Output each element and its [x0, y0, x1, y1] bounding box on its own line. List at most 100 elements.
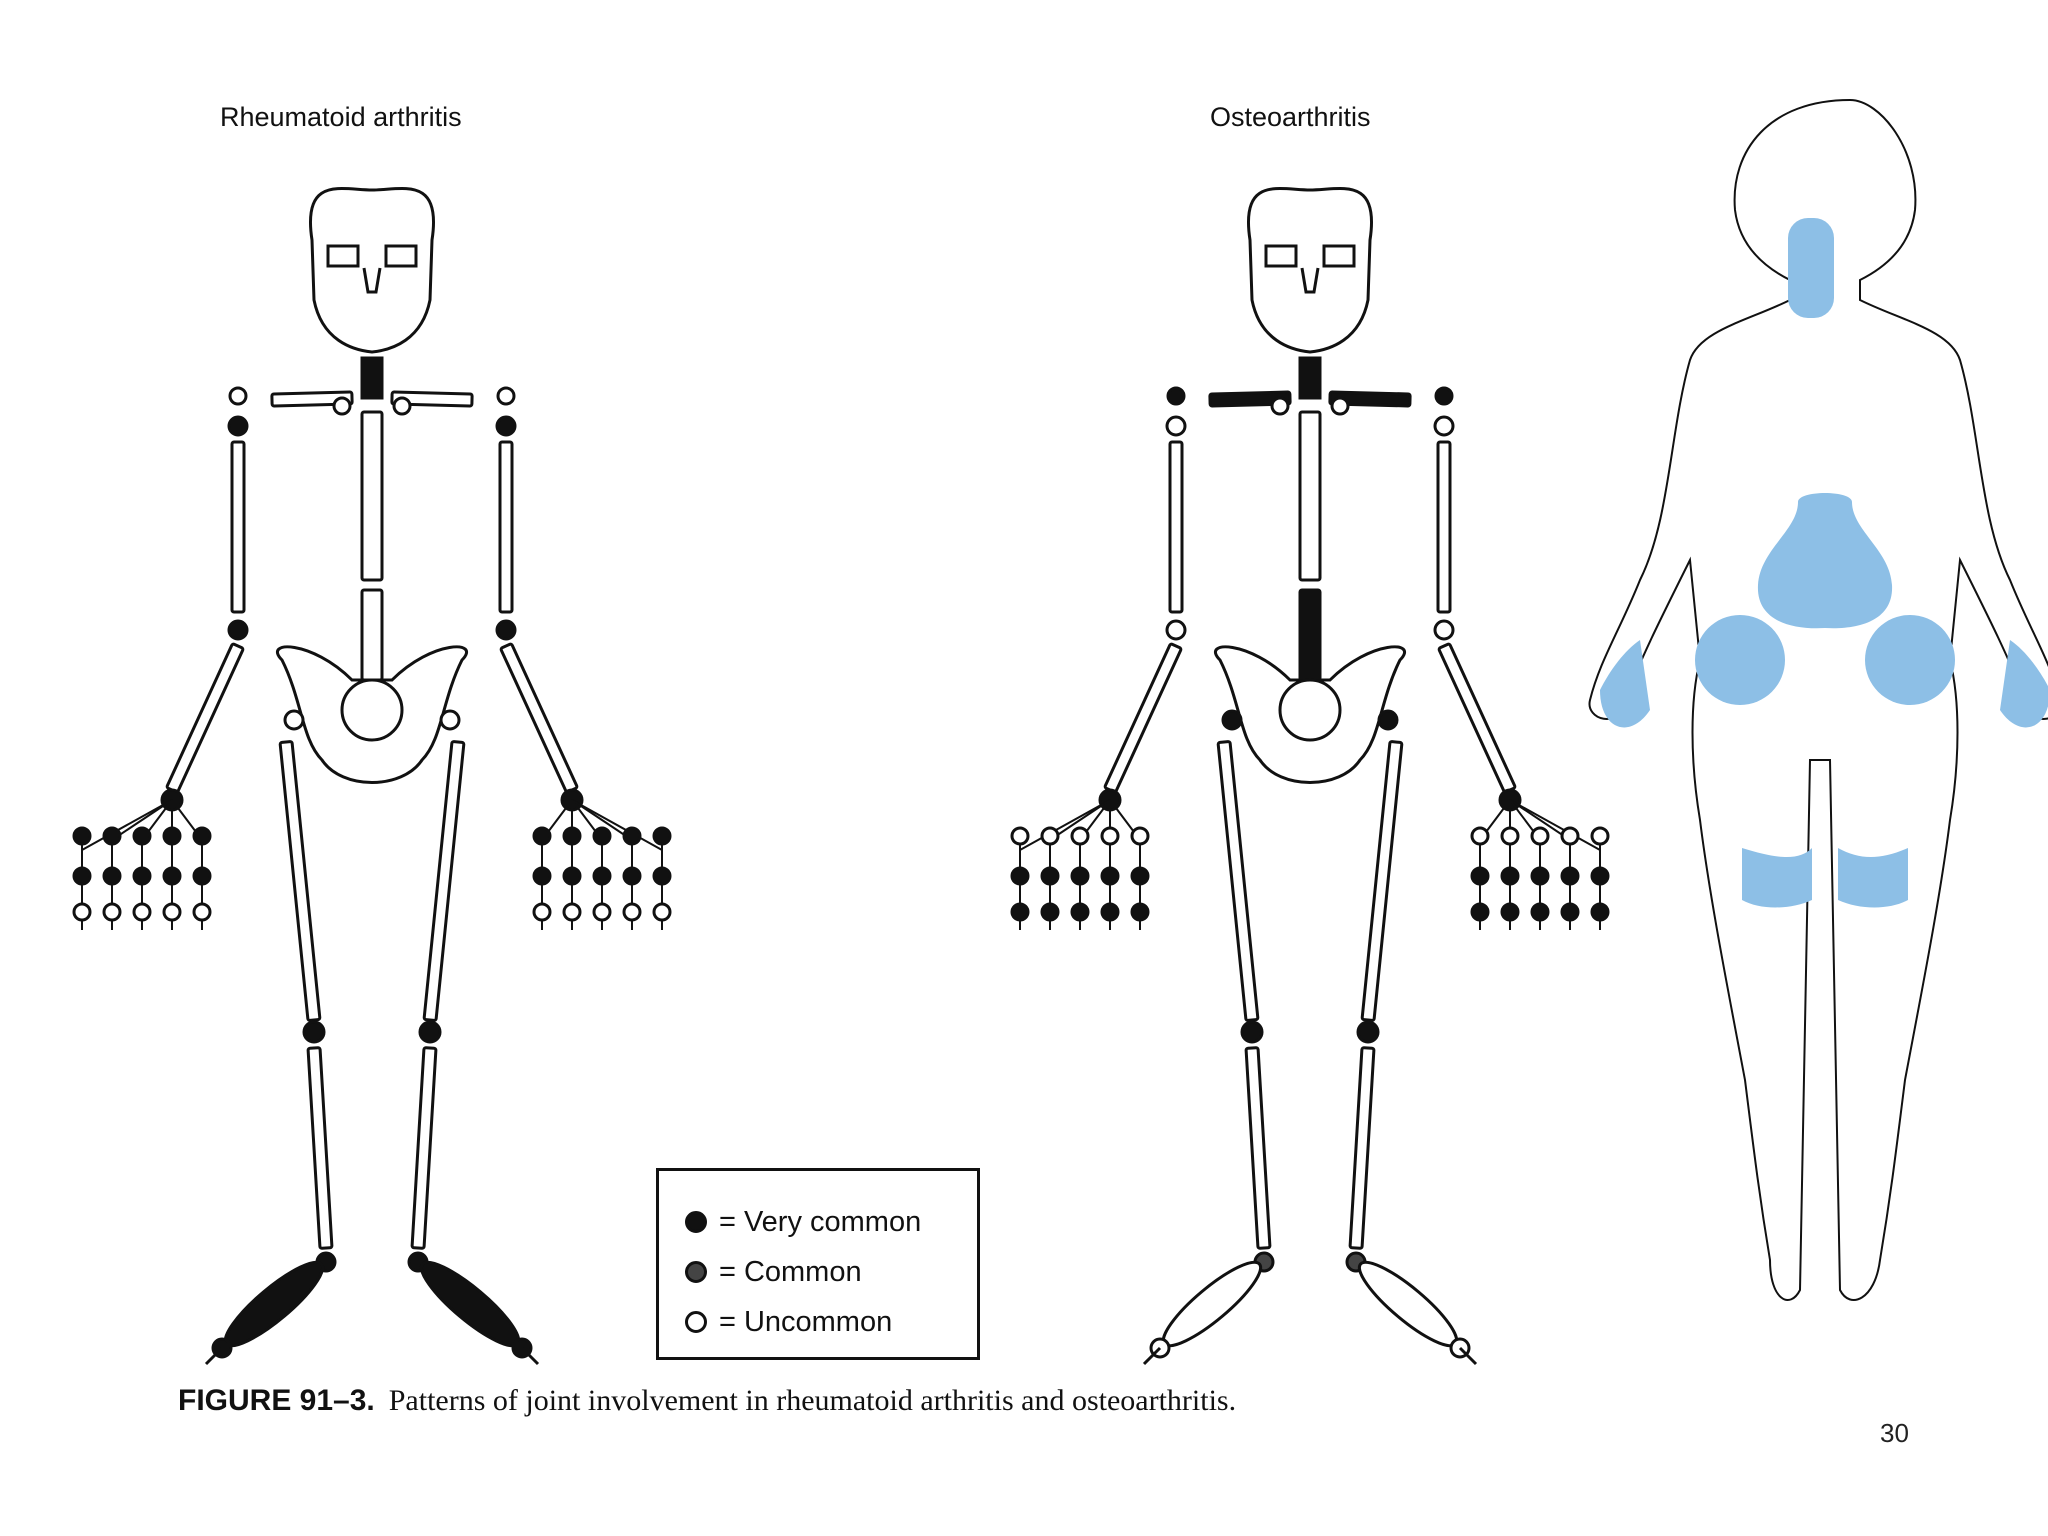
joint-marker	[1560, 866, 1580, 886]
osteoarthritis-skeleton	[1010, 187, 1610, 1366]
joint-marker	[622, 902, 642, 922]
legend-equals: =	[719, 1305, 736, 1338]
toe	[1458, 1346, 1478, 1366]
legend-label: Very common	[743, 1205, 922, 1238]
joint-marker	[1530, 826, 1550, 846]
bone	[1208, 390, 1292, 408]
bone	[278, 740, 322, 1022]
legend-item-common: = Common	[685, 1255, 862, 1289]
joint-marker	[562, 826, 582, 846]
finger-ray	[1019, 799, 1111, 851]
joint-marker	[283, 709, 305, 731]
highlight-hand-left	[1600, 640, 1650, 728]
highlight-hip-right	[1865, 615, 1955, 705]
very-common-marker-icon	[685, 1211, 707, 1233]
joint-marker	[227, 619, 249, 641]
highlight-knee-right	[1838, 848, 1908, 908]
joint-marker	[227, 415, 249, 437]
eye-socket	[326, 244, 360, 268]
highlight-hip-left	[1695, 615, 1785, 705]
finger-ray	[111, 799, 173, 841]
joint-marker	[1560, 826, 1580, 846]
bone	[1103, 642, 1183, 794]
joint-marker	[1070, 826, 1090, 846]
joint-marker	[652, 902, 672, 922]
joint-marker	[192, 902, 212, 922]
joint-marker	[192, 866, 212, 886]
joint-marker	[1221, 709, 1243, 731]
toe	[204, 1346, 224, 1366]
pelvis	[275, 645, 469, 784]
bone	[1437, 642, 1517, 794]
joint-marker	[102, 826, 122, 846]
highlight-hand-right	[2000, 640, 2048, 728]
body-outline	[1588, 98, 2048, 1301]
bone	[165, 642, 245, 794]
joint-marker	[1165, 415, 1187, 437]
joint-marker	[1590, 866, 1610, 886]
joint-marker	[1377, 709, 1399, 731]
joint-marker	[72, 902, 92, 922]
joint-marker	[1530, 866, 1550, 886]
joint-marker	[652, 826, 672, 846]
bone	[1244, 1046, 1272, 1250]
joint-marker	[495, 619, 517, 641]
joint-marker	[532, 826, 552, 846]
joint-marker	[332, 396, 352, 416]
joint-marker	[162, 826, 182, 846]
legend-equals: =	[719, 1255, 736, 1288]
joint-marker	[1010, 866, 1030, 886]
joint-marker	[622, 826, 642, 846]
common-marker-icon	[685, 1261, 707, 1283]
joint-marker	[562, 866, 582, 886]
neck	[1298, 356, 1322, 400]
foot	[419, 1260, 521, 1348]
toe	[520, 1346, 540, 1366]
bone	[270, 390, 354, 408]
eye-socket	[384, 244, 418, 268]
joint-marker	[1040, 866, 1060, 886]
bone	[360, 410, 384, 582]
joint-marker	[1270, 396, 1290, 416]
foot	[1161, 1260, 1263, 1348]
bone	[1348, 1046, 1376, 1250]
eye-socket	[1322, 244, 1356, 268]
joint-marker	[495, 415, 517, 437]
joint-marker	[592, 866, 612, 886]
joint-marker	[1500, 866, 1520, 886]
bone	[1328, 390, 1412, 408]
legend-label: Uncommon	[743, 1305, 893, 1338]
joint-marker	[1470, 826, 1490, 846]
toe	[1142, 1346, 1162, 1366]
finger-ray	[571, 799, 633, 841]
title-rheumatoid-arthritis: Rheumatoid arthritis	[220, 102, 462, 132]
pelvis	[1213, 645, 1407, 784]
skull	[309, 187, 435, 354]
legend-label: Common	[743, 1255, 862, 1288]
joint-marker	[439, 709, 461, 731]
joint-marker	[1560, 902, 1580, 922]
legend-box: = Very common = Common = Uncommon	[656, 1168, 980, 1360]
bone	[1298, 410, 1322, 582]
bone	[1298, 588, 1322, 682]
joint-marker	[392, 396, 412, 416]
joint-marker	[1165, 619, 1187, 641]
caption-text: Patterns of joint involvement in rheumat…	[388, 1384, 1237, 1417]
finger-ray	[1509, 799, 1601, 851]
neck	[360, 356, 384, 400]
skull	[1247, 187, 1373, 354]
joint-marker	[192, 826, 212, 846]
joint-marker	[1530, 902, 1550, 922]
joint-marker	[1130, 826, 1150, 846]
joint-marker	[532, 866, 552, 886]
nose	[362, 267, 382, 294]
legend-item-uncommon: = Uncommon	[685, 1305, 892, 1339]
finger-ray	[81, 799, 173, 851]
joint-marker	[1040, 902, 1060, 922]
joint-marker	[1356, 1020, 1380, 1044]
joint-marker	[1166, 386, 1186, 406]
joint-marker	[132, 866, 152, 886]
legend-item-very-common: = Very common	[685, 1205, 921, 1239]
